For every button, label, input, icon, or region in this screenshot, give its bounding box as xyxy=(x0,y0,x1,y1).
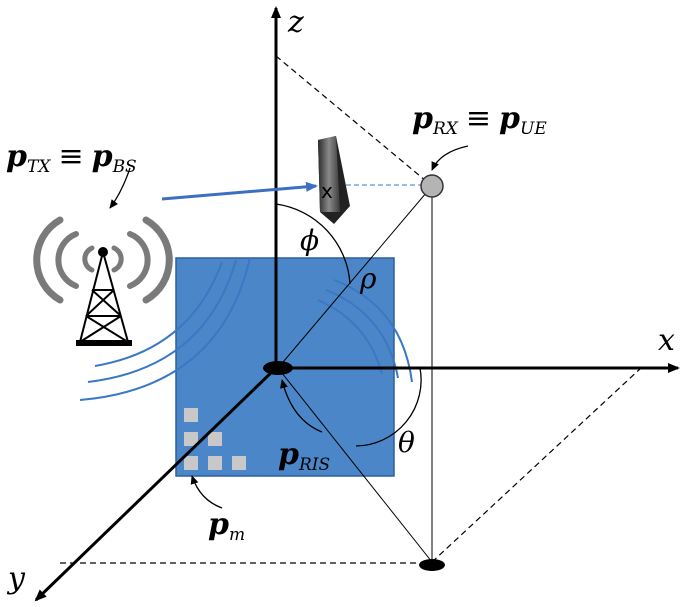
prx-pointer xyxy=(431,145,469,171)
pris-label: pRIS xyxy=(278,437,330,475)
pm-label: pm xyxy=(208,507,245,545)
ptx-pointer xyxy=(109,167,131,209)
base-station-icon xyxy=(33,216,173,346)
bs-to-obstacle-arrow xyxy=(161,181,318,201)
y-axis xyxy=(34,366,278,602)
ue-point xyxy=(420,174,444,198)
z-axis-label: z xyxy=(287,5,304,40)
phi-label: ϕ xyxy=(300,224,319,257)
pm-pointer xyxy=(190,475,223,509)
rho-label: ρ xyxy=(359,262,377,295)
obstacle-block: x xyxy=(318,136,350,224)
x-axis-label: x xyxy=(658,323,675,358)
prx-label: pRX≡pUE xyxy=(412,101,547,139)
phi-angle-arc xyxy=(275,203,351,285)
pris-pointer xyxy=(280,379,323,433)
geometry-lines xyxy=(277,185,433,563)
ris-elements xyxy=(184,408,246,470)
ptx-label: pTX≡pBS xyxy=(6,139,137,177)
ris-origin-point xyxy=(263,361,293,375)
theta-angle-arc xyxy=(355,367,422,447)
y-axis-label: y xyxy=(6,561,26,596)
theta-label: θ xyxy=(398,426,415,459)
incident-wave-arcs xyxy=(79,257,251,401)
projection-lines xyxy=(60,55,642,564)
obstacle-mark: x xyxy=(321,179,333,203)
ue-projection-point xyxy=(419,559,445,571)
